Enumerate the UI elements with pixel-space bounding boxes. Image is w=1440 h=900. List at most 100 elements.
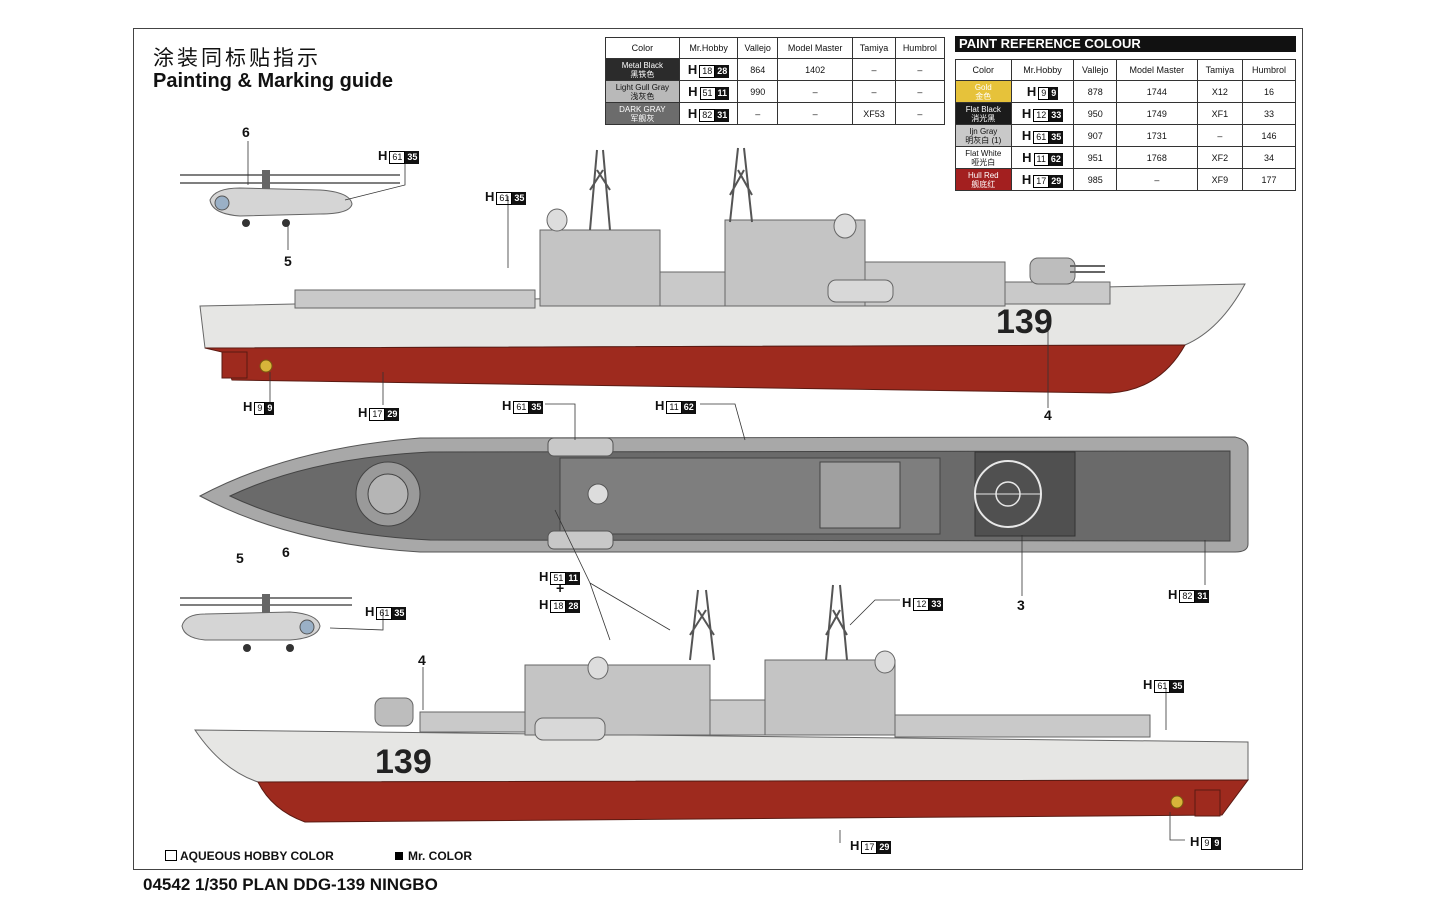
radome-1a [546, 208, 568, 232]
color-name: Flat Black [965, 104, 1001, 114]
turret-fwd-1 [1029, 257, 1076, 285]
hull-upper-side-2 [194, 729, 1249, 783]
color-name-cn: 浅灰色 [630, 91, 655, 101]
callout-plus: + [556, 580, 565, 596]
part-number-4-top: 4 [1044, 407, 1052, 423]
paint-reference-title: PAINT REFERENCE COLOUR [955, 36, 1296, 52]
title-chinese: 涂装同标贴指示 [153, 46, 321, 70]
table-cell-vallejo: – [737, 102, 779, 125]
part-number-3: 3 [1017, 597, 1025, 613]
color-name-cn: 金色 [975, 91, 992, 101]
rudder-1 [221, 351, 248, 379]
color-name: Flat White [965, 148, 1002, 158]
mr-color-symbol-icon [395, 852, 403, 860]
guide-frame [133, 28, 1303, 870]
part-number-5-bottom: 5 [236, 550, 244, 566]
deckhouse-1 [294, 289, 536, 309]
hull-number-side-1: 139 [996, 303, 1053, 341]
mast-fwd-1 [729, 147, 753, 223]
title-english: Painting & Marking guide [153, 70, 394, 92]
color-name-cn: 舰底红 [971, 179, 996, 189]
table-cell-tamiya: XF9 [1196, 168, 1244, 191]
color-name-cn: 黑铁色 [630, 69, 655, 79]
helicopter-1 [180, 170, 400, 227]
side-view-starboard: 139 [199, 147, 1246, 394]
table-cell-mm: – [1115, 168, 1198, 191]
rudder-2 [1194, 789, 1221, 817]
color-name-cn: 消光黑 [971, 113, 996, 123]
part-number-4-bottom: 4 [418, 652, 426, 668]
hull-red-side-1 [204, 344, 1186, 394]
propeller-1 [259, 359, 273, 373]
plan-boat-port [547, 437, 614, 457]
superstructure-1b [659, 271, 731, 307]
lifeboat-1 [827, 279, 894, 303]
part-number-5-top: 5 [284, 253, 292, 269]
table-cell-tamiya: XF53 [852, 102, 896, 125]
color-name: DARK GRAY [619, 104, 666, 114]
propeller-2 [1170, 795, 1184, 809]
plan-boat-stbd [547, 530, 614, 550]
leader-lines [247, 141, 1206, 843]
mast-aft-1 [589, 149, 611, 231]
table-cell-humbrol: – [894, 102, 946, 125]
color-name-cn: 明灰白 (1) [965, 135, 1002, 145]
color-name-cn: 军舰灰 [630, 113, 655, 123]
legend-aqueous: AQUEOUS HOBBY COLOR [165, 849, 334, 863]
superstructure-1a [539, 229, 661, 307]
hull-number-side-2: 139 [375, 743, 432, 781]
color-name: Metal Black [621, 60, 664, 70]
color-name: Gold [974, 82, 992, 92]
aqueous-symbol-icon [165, 850, 177, 861]
side-view-port: 139 [194, 584, 1249, 823]
radome-1b [833, 213, 857, 239]
product-title: 04542 1/350 PLAN DDG-139 NINGBO [143, 875, 438, 894]
plan-radome [587, 483, 609, 505]
legend-mr-color: Mr. COLOR [395, 849, 472, 863]
color-name-cn: 哑光白 [971, 157, 996, 167]
turret-fwd-2 [374, 697, 414, 727]
color-name: Hull Red [967, 170, 999, 180]
superstructure-2b [764, 659, 896, 736]
color-name: Ijn Gray [969, 126, 998, 136]
part-number-6-top: 6 [242, 124, 250, 140]
helicopter-2 [180, 594, 352, 652]
table-cell-humbrol: 177 [1242, 168, 1296, 191]
part-number-6-bottom: 6 [282, 544, 290, 560]
